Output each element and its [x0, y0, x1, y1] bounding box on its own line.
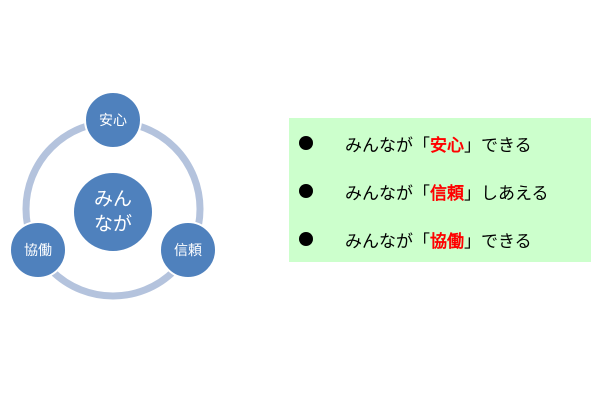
bullet-icon [299, 232, 313, 246]
list-item: みんなが「安心」できる [289, 131, 591, 156]
keyword: 信頼 [430, 183, 464, 204]
center-label-1: みん [93, 188, 132, 210]
center-label-2: なが [93, 213, 132, 235]
node-shinrai: 信頼 [159, 221, 217, 279]
bullet-icon [299, 184, 313, 198]
node-label: 協働 [24, 243, 52, 259]
node-anshin: 安心 [84, 91, 142, 149]
bullet-icon [299, 136, 313, 150]
node-label: 信頼 [174, 243, 202, 259]
item-text: みんなが「安心」できる [345, 135, 532, 156]
node-label: 安心 [99, 113, 127, 129]
item-text: みんなが「協働」できる [345, 231, 532, 252]
keyword: 協働 [430, 231, 464, 252]
list-item: みんなが「信頼」しあえる [289, 179, 591, 204]
slogan-panel: みんなが「安心」できる みんなが「信頼」しあえる みんなが「協働」できる [289, 118, 591, 262]
list-item: みんなが「協働」できる [289, 227, 591, 252]
center-node: みんなが [72, 171, 154, 253]
item-text: みんなが「信頼」しあえる [345, 183, 549, 204]
keyword: 安心 [430, 135, 464, 156]
node-kyodo: 協働 [9, 221, 67, 279]
